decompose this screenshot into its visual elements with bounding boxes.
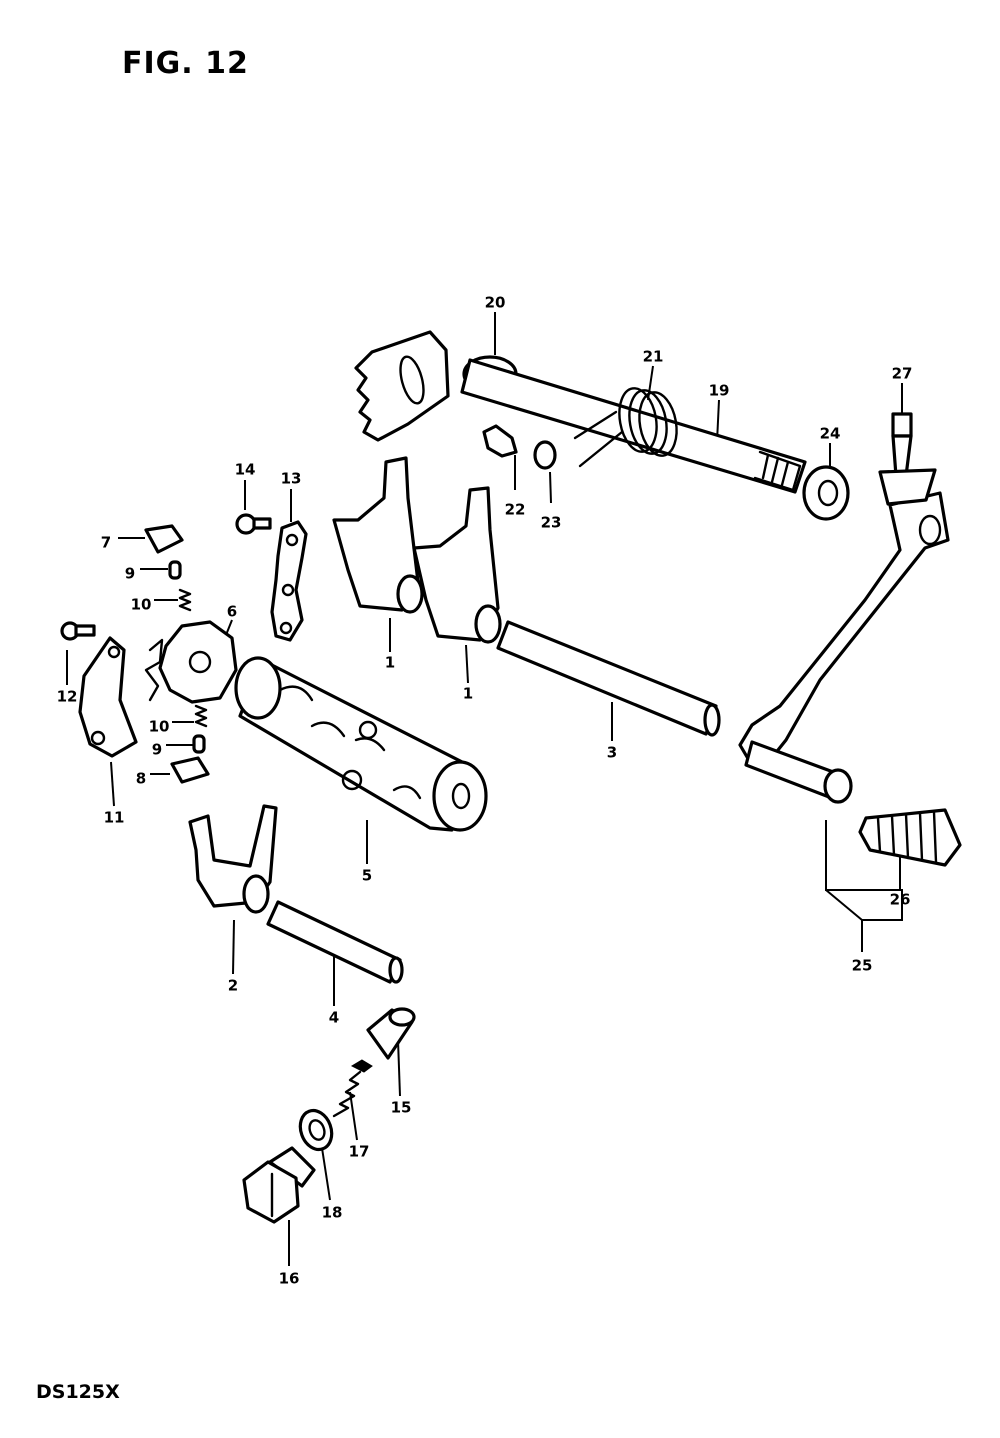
- pin-9a: [168, 560, 182, 580]
- callout-8: 8: [136, 770, 146, 788]
- callout-23: 23: [541, 514, 562, 532]
- callout-10: 10: [149, 718, 170, 736]
- callout-2: 2: [228, 977, 238, 995]
- callout-10: 10: [131, 596, 152, 614]
- plunger-spring: [332, 1059, 373, 1118]
- plunger-bolt: [242, 1146, 316, 1224]
- pad-8: [170, 756, 210, 784]
- pedal-bolt: [891, 412, 913, 478]
- screw-14: [235, 513, 272, 535]
- screw-12: [60, 621, 96, 641]
- spring-10a: [178, 588, 192, 612]
- cam-stopper-plate: [270, 520, 308, 642]
- stopper-bolt: [482, 424, 518, 458]
- shift-fork-1b: [412, 486, 502, 644]
- washer-23: [533, 440, 557, 470]
- shift-fork-2: [188, 804, 278, 914]
- callout-17: 17: [349, 1143, 370, 1161]
- callout-labels: 1123456789910101112131415161718192021222…: [57, 294, 913, 1288]
- callout-27: 27: [892, 365, 913, 383]
- fork-shaft-3: [496, 620, 721, 737]
- callout-21: 21: [643, 348, 664, 366]
- callout-20: 20: [485, 294, 506, 312]
- model-code: DS125X: [36, 1381, 120, 1403]
- callout-14: 14: [235, 461, 256, 479]
- callout-7: 7: [101, 534, 111, 552]
- callout-22: 22: [505, 501, 526, 519]
- gasket-washer: [298, 1108, 334, 1152]
- callout-11: 11: [104, 809, 125, 827]
- callout-6: 6: [227, 603, 237, 621]
- callout-18: 18: [322, 1204, 343, 1222]
- pin-9b: [192, 734, 206, 754]
- cam-driven-gear: [144, 620, 238, 704]
- callout-15: 15: [391, 1099, 412, 1117]
- gearshift-cam-drum: [234, 656, 488, 832]
- callout-4: 4: [329, 1009, 339, 1027]
- figure-title: FIG. 12: [122, 46, 249, 81]
- gearshift-lever: [738, 468, 950, 804]
- leader-lines: [66, 312, 903, 1266]
- callout-16: 16: [279, 1270, 300, 1288]
- callout-26: 26: [890, 891, 911, 909]
- shift-fork-1a: [332, 456, 424, 614]
- callout-25: 25: [852, 957, 873, 975]
- return-spring: [573, 387, 678, 468]
- callout-1: 1: [385, 654, 395, 672]
- callout-1: 1: [463, 685, 473, 703]
- callout-12: 12: [57, 688, 78, 706]
- callout-24: 24: [820, 425, 841, 443]
- oil-seal: [802, 465, 850, 521]
- callout-19: 19: [709, 382, 730, 400]
- spring-10b: [194, 704, 208, 728]
- neutral-plunger: [366, 1007, 416, 1060]
- gearshift-shaft: [460, 358, 807, 494]
- callout-9: 9: [125, 565, 135, 583]
- lever-rubber-grip: [858, 808, 962, 867]
- callout-5: 5: [362, 867, 372, 885]
- pad-7: [144, 524, 184, 554]
- callout-13: 13: [281, 470, 302, 488]
- callout-9: 9: [152, 741, 162, 759]
- callout-3: 3: [607, 744, 617, 762]
- fork-shaft-4: [266, 900, 404, 984]
- cam-guide-plate: [78, 636, 138, 758]
